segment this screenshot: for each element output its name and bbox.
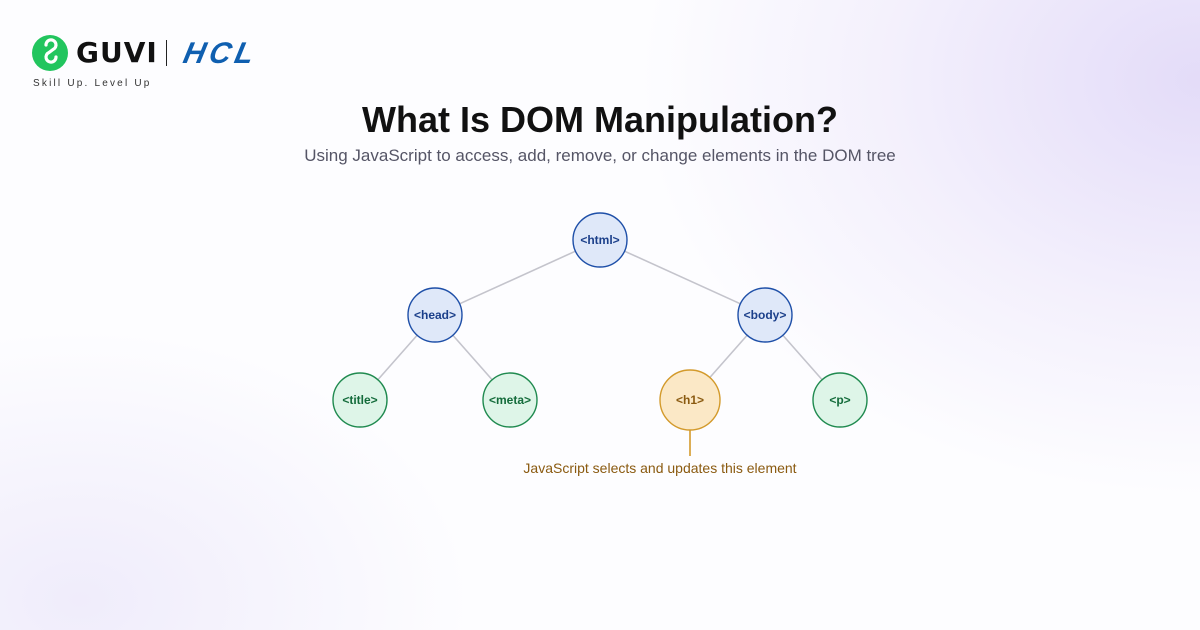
node-label-p: <p> [829, 393, 850, 407]
guvi-logo-icon [32, 35, 68, 71]
hcl-logo: HCL [180, 37, 261, 70]
node-label-head: <head> [414, 308, 456, 322]
brand-tagline: Skill Up. Level Up [33, 78, 152, 89]
tree-node-meta[interactable]: <meta> [482, 372, 538, 428]
tree-nodes: <html> <head> <body> <title> <meta> <h1> <p> [332, 212, 868, 431]
callout-text: JavaScript selects and updates this elem… [523, 460, 796, 476]
node-circle-meta [482, 372, 538, 428]
node-label-meta: <meta> [489, 393, 531, 407]
page-subtitle: Using JavaScript to access, add, remove,… [304, 146, 896, 165]
node-label-body: <body> [744, 308, 787, 322]
tree-node-h1[interactable]: <h1> [659, 369, 721, 431]
node-label-title: <title> [342, 393, 377, 407]
node-circle-p [812, 372, 868, 428]
tree-node-head[interactable]: <head> [407, 287, 463, 343]
node-circle-html [572, 212, 628, 268]
tree-node-html[interactable]: <html> [572, 212, 628, 268]
edge-head-meta [452, 334, 493, 381]
edge-html-body [624, 250, 741, 305]
node-circle-body [737, 287, 793, 343]
tree-node-title[interactable]: <title> [332, 372, 388, 428]
edge-head-title [377, 334, 418, 381]
logo-divider [166, 40, 167, 66]
guvi-wordmark: GUVI [76, 36, 158, 69]
edge-body-p [782, 334, 823, 381]
tree-edges [377, 250, 823, 381]
node-circle-h1 [659, 369, 721, 431]
node-label-h1: <h1> [676, 393, 704, 407]
tree-node-p[interactable]: <p> [812, 372, 868, 428]
page-title: What Is DOM Manipulation? [362, 99, 838, 140]
edge-body-h1 [709, 334, 748, 379]
brand-logo[interactable]: GUVI HCL Skill Up. Level Up [32, 34, 332, 94]
hcl-wordmark: HCL [180, 37, 261, 70]
tree-node-body[interactable]: <body> [737, 287, 793, 343]
edge-html-head [459, 250, 576, 305]
node-circle-head [407, 287, 463, 343]
node-circle-title [332, 372, 388, 428]
node-label-html: <html> [580, 233, 619, 247]
